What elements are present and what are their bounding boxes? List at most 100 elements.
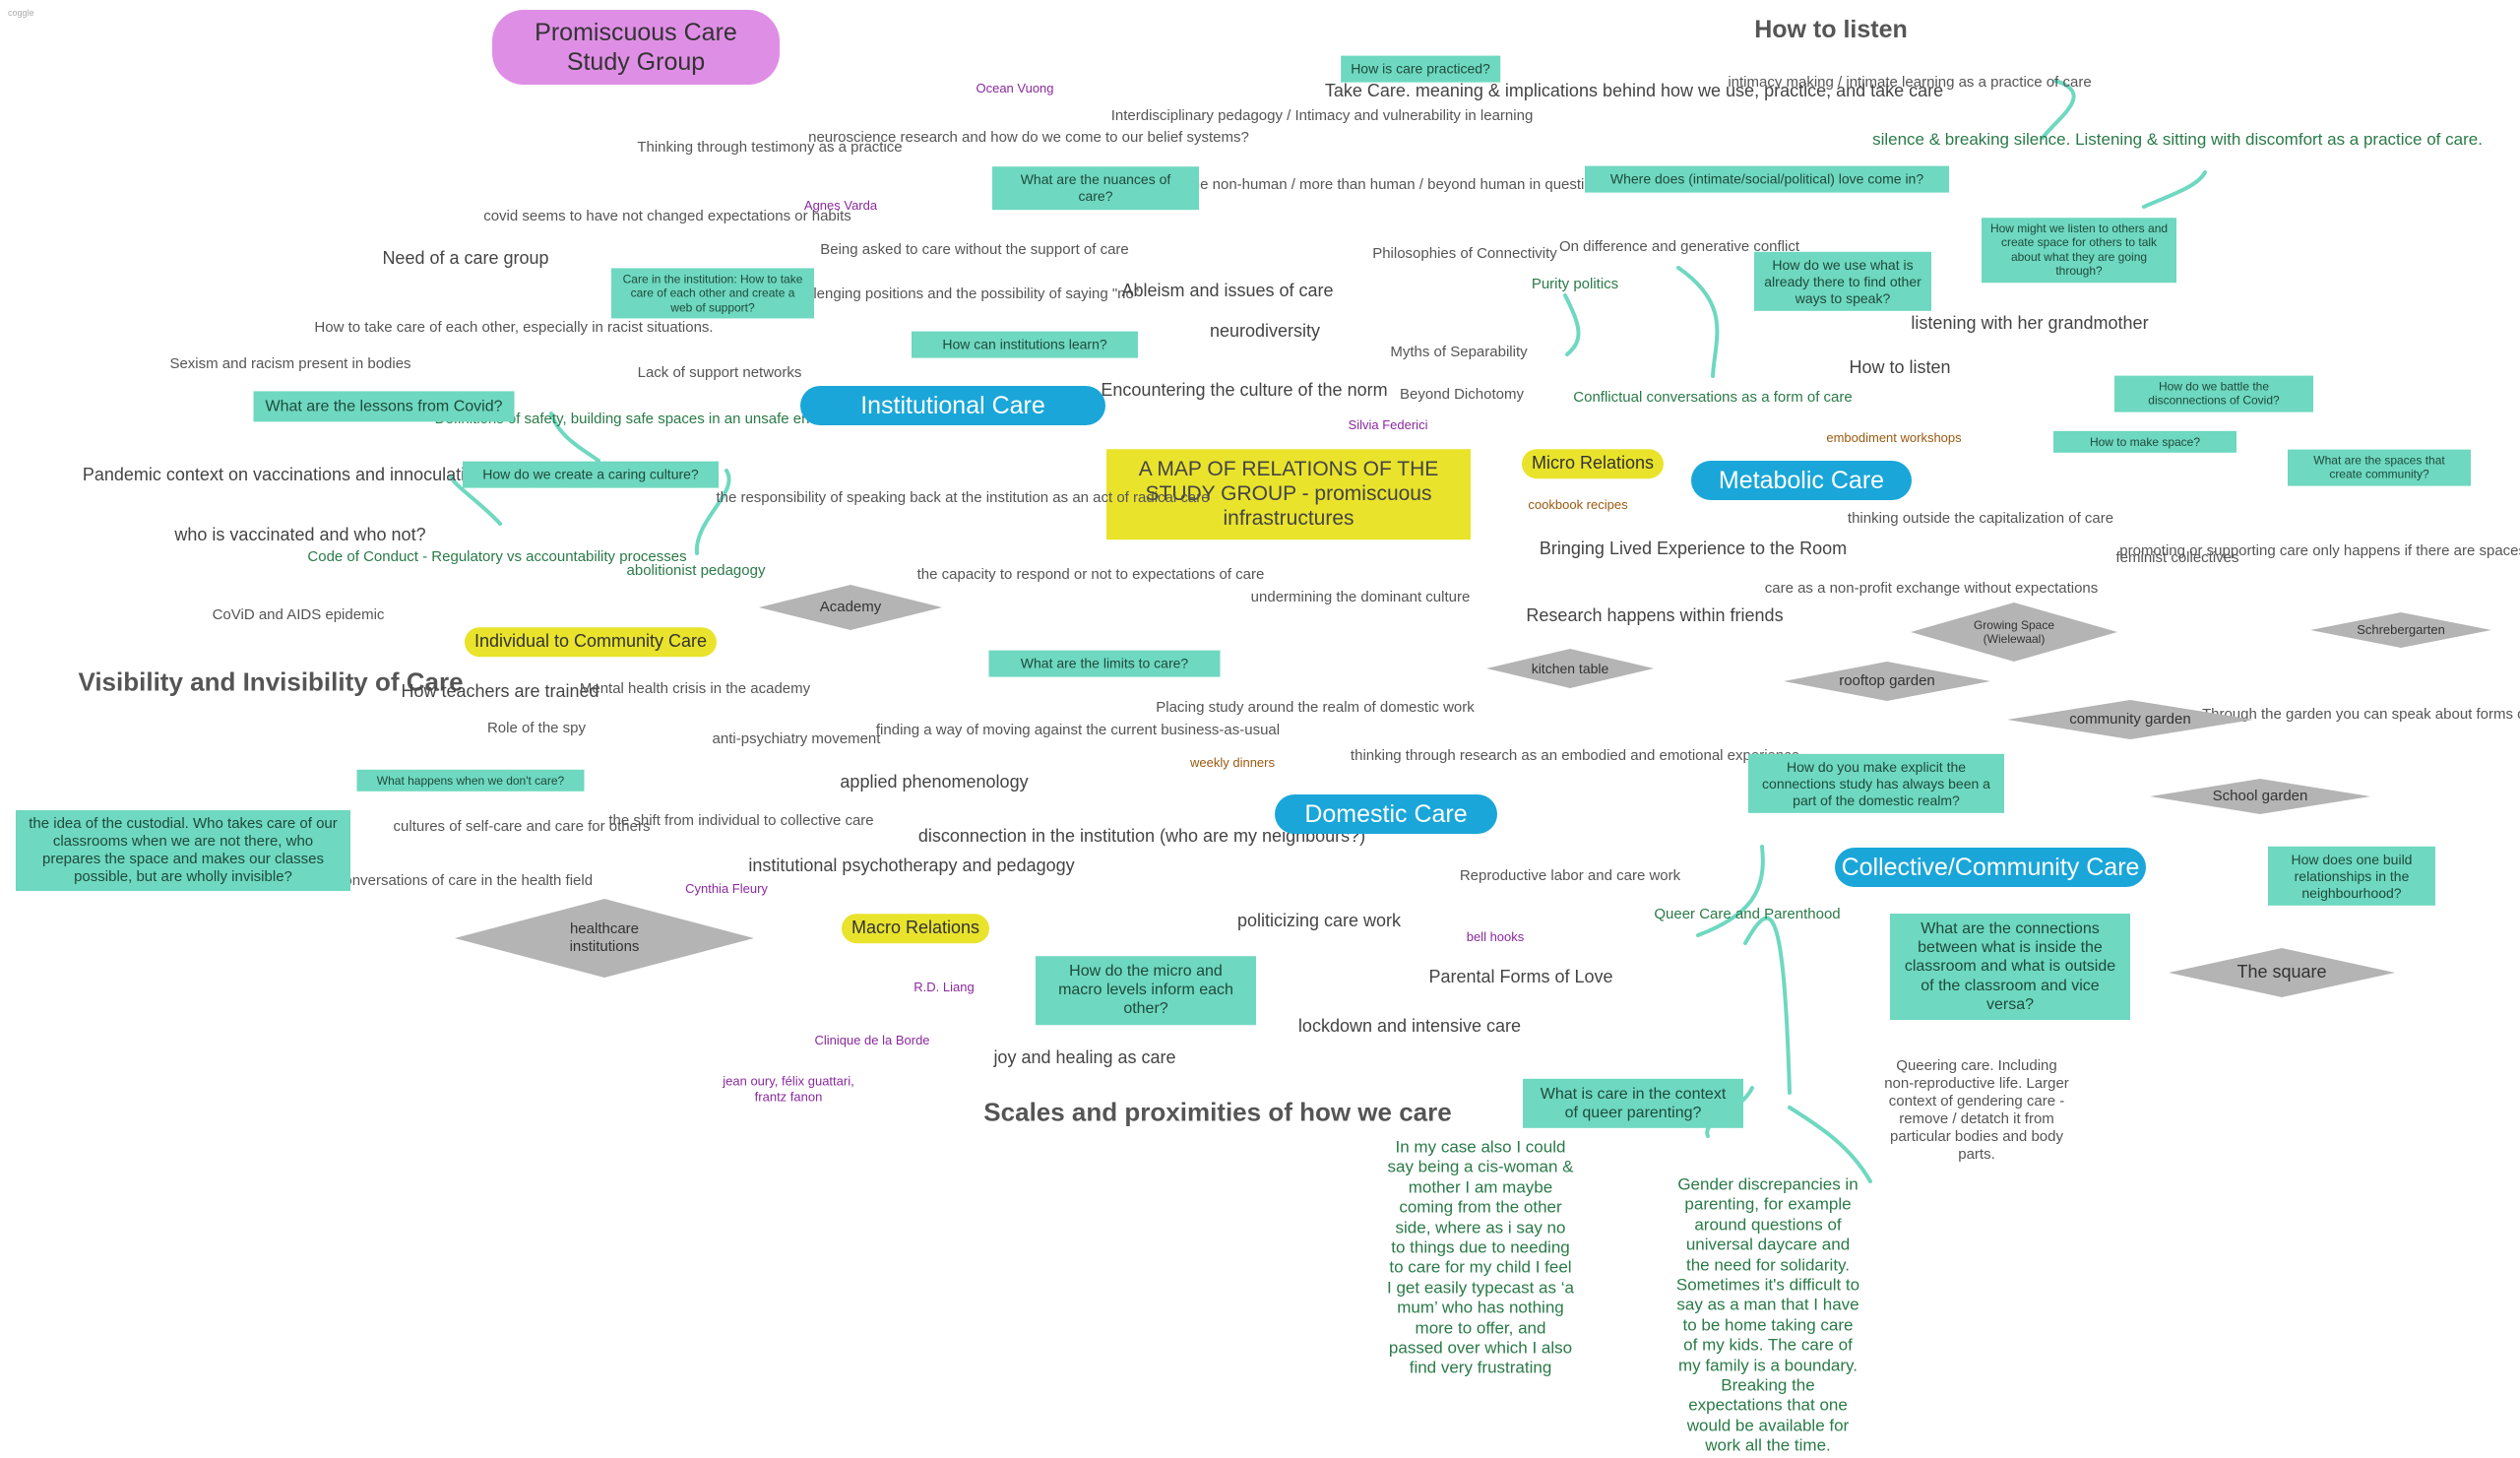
green-node[interactable]: Conflictual conversations as a form of c… [1573, 389, 1853, 406]
green-node[interactable]: silence & breaking silence. Listening & … [1872, 129, 2483, 149]
green-node[interactable]: Queer Care and Parenthood [1654, 906, 1841, 922]
place-node-healthcare-institutions[interactable]: healthcare institutions [455, 899, 754, 978]
question-node[interactable]: What are the lessons from Covid? [253, 391, 515, 422]
place-node-the-square[interactable]: The square [2169, 948, 2395, 997]
text-node[interactable]: neuroscience research and how do we come… [808, 129, 1249, 146]
place-node-kitchen-table[interactable]: kitchen table [1486, 649, 1654, 688]
text-node[interactable]: the capacity to respond or not to expect… [916, 566, 1265, 583]
text-node[interactable]: finding a way of moving against the curr… [875, 722, 1281, 738]
text-node[interactable]: Ableism and issues of care [1121, 281, 1334, 301]
question-node[interactable]: How do we battle the disconnections of C… [2114, 375, 2313, 412]
question-node[interactable]: How is care practiced? [1341, 55, 1500, 83]
text-node[interactable]: Myths of Separability [1390, 344, 1528, 360]
text-node[interactable]: challenging positions and the possibilit… [786, 285, 1140, 302]
text-node[interactable]: cultures of self-care and care for other… [393, 818, 651, 835]
question-node[interactable]: How do you make explicit the connections… [1748, 753, 2004, 814]
text-node[interactable]: care as a non-profit exchange without ex… [1764, 580, 2099, 597]
text-node[interactable]: Sexism and racism present in bodies [169, 355, 411, 372]
text-node[interactable]: Being asked to care without the support … [820, 241, 1129, 258]
scales-heading[interactable]: Scales and proximities of how we care [983, 1097, 1452, 1127]
question-node[interactable]: How does one build relationships in the … [2268, 846, 2435, 907]
place-node-school-garden[interactable]: School garden [2150, 779, 2370, 814]
text-node[interactable]: conversations of care in the health fiel… [336, 872, 594, 889]
text-node[interactable]: thinking outside the capitalization of c… [1847, 510, 2114, 527]
text-node[interactable]: Pandemic context on vaccinations and inn… [82, 465, 485, 485]
green-node[interactable]: Definitions of safety, building safe spa… [434, 411, 875, 427]
text-node[interactable]: Placing study around the realm of domest… [1156, 699, 1475, 716]
central-node[interactable]: A MAP OF RELATIONS OF THE STUDY GROUP - … [1106, 449, 1471, 539]
text-node[interactable]: How to listen [1849, 357, 1951, 378]
person-node[interactable]: R.D. Liang [914, 980, 975, 995]
text-node[interactable]: learning with & through the non-human / … [1033, 176, 1730, 193]
question-node[interactable]: How do the micro and macro levels inform… [1036, 956, 1256, 1025]
text-node[interactable]: Queering care. Including non-reproductiv… [1884, 1057, 2069, 1163]
text-node[interactable]: Parental Forms of Love [1428, 967, 1613, 987]
question-node[interactable]: What are the limits to care? [988, 650, 1221, 677]
text-node[interactable]: joy and healing as care [993, 1047, 1176, 1068]
green-node[interactable]: In my case also I could say being a cis-… [1387, 1137, 1574, 1377]
text-node[interactable]: feminist collectives [2115, 549, 2239, 566]
question-node[interactable]: What is care in the context of queer par… [1523, 1078, 1743, 1129]
question-node[interactable]: What happens when we don't care? [356, 769, 585, 792]
text-node[interactable]: disconnection in the institution (who ar… [917, 826, 1366, 847]
text-node[interactable]: Mental health crisis in the academy [579, 680, 811, 697]
text-node[interactable]: who is vaccinated and who not? [174, 525, 426, 545]
text-node[interactable]: neurodiversity [1209, 321, 1321, 342]
green-node[interactable]: abolitionist pedagogy [626, 562, 766, 579]
person-node[interactable]: Silvia Federici [1348, 417, 1428, 433]
practice-node[interactable]: cookbook recipes [1528, 497, 1628, 513]
category-metabolic-care[interactable]: Metabolic Care [1691, 461, 1912, 500]
text-node[interactable]: Beyond Dichotomy [1400, 386, 1524, 403]
text-node[interactable]: anti-psychiatry movement [712, 730, 881, 747]
person-node[interactable]: Agnes Varda [803, 198, 878, 214]
map-title[interactable]: Promiscuous Care Study Group [492, 10, 780, 85]
how-to-listen-heading[interactable]: How to listen [1754, 16, 1908, 43]
question-node[interactable]: the idea of the custodial. Who takes car… [16, 810, 350, 891]
text-node[interactable]: Through the garden you can speak about f… [2201, 706, 2520, 723]
text-node[interactable]: Need of a care group [382, 248, 549, 269]
question-node[interactable]: Care in the institution: How to take car… [611, 268, 814, 319]
individual-to-community-node[interactable]: Individual to Community Care [464, 627, 718, 657]
person-node[interactable]: jean oury, félix guattari, frantz fanon [723, 1073, 854, 1104]
text-node[interactable]: Research happens within friends [1526, 605, 1784, 626]
text-node[interactable]: Lack of support networks [637, 364, 802, 381]
text-node[interactable]: listening with her grandmother [1911, 313, 2149, 334]
person-node[interactable]: bell hooks [1466, 929, 1525, 945]
text-node[interactable]: politicizing care work [1236, 911, 1402, 931]
text-node[interactable]: Reproductive labor and care work [1459, 867, 1681, 884]
question-node[interactable]: How do we use what is already there to f… [1754, 251, 1931, 312]
question-node[interactable]: What are the spaces that create communit… [2288, 449, 2471, 486]
green-node[interactable]: Purity politics [1531, 276, 1619, 292]
text-node[interactable]: institutional psychotherapy and pedagogy [748, 856, 1075, 876]
text-node[interactable]: promoting or supporting care only happen… [2119, 542, 2520, 559]
text-node[interactable]: Take Care. meaning & implications behind… [1324, 81, 1944, 101]
text-node[interactable]: Bringing Lived Experience to the Room [1539, 539, 1848, 559]
text-node[interactable]: Role of the spy [486, 720, 587, 736]
place-node-academy[interactable]: Academy [759, 585, 942, 630]
place-node-growing-space[interactable]: Growing Space (Wielewaal) [1911, 602, 2117, 662]
text-node[interactable]: On difference and generative conflict [1558, 238, 1800, 255]
person-node[interactable]: Clinique de la Borde [814, 1033, 930, 1048]
text-node[interactable]: covid seems to have not changed expectat… [483, 208, 851, 224]
micro-relations-node[interactable]: Micro Relations [1521, 449, 1665, 478]
category-institutional-care[interactable]: Institutional Care [800, 386, 1105, 425]
question-node[interactable]: What are the nuances of care? [992, 166, 1199, 210]
text-node[interactable]: applied phenomenology [840, 772, 1029, 792]
question-node[interactable]: How to make space? [2053, 430, 2236, 454]
text-node[interactable]: CoViD and AIDS epidemic [212, 606, 385, 623]
question-node[interactable]: Where does (intimate/social/political) l… [1585, 165, 1949, 193]
text-node[interactable]: thinking through research as an embodied… [1350, 747, 1800, 764]
practice-node[interactable]: embodiment workshops [1826, 430, 1962, 446]
text-node[interactable]: Interdisciplinary pedagogy / Intimacy an… [1110, 107, 1534, 124]
text-node[interactable]: undermining the dominant culture [1250, 589, 1471, 605]
macro-relations-node[interactable]: Macro Relations [841, 914, 990, 943]
person-node[interactable]: Cynthia Fleury [685, 881, 768, 897]
question-node[interactable]: How do we create a caring culture? [463, 461, 719, 488]
green-node[interactable]: Gender discrepancies in parenting, for e… [1675, 1174, 1860, 1455]
text-node[interactable]: Thinking through testimony as a practice [637, 139, 903, 156]
green-node[interactable]: Code of Conduct - Regulatory vs accounta… [307, 548, 687, 565]
text-node[interactable]: Encountering the culture of the norm [1101, 380, 1388, 401]
text-node[interactable]: the responsibility of speaking back at t… [716, 489, 1210, 506]
place-node-schrebergarten[interactable]: Schrebergarten [2310, 612, 2491, 648]
text-node[interactable]: How teachers are trained [401, 681, 599, 702]
